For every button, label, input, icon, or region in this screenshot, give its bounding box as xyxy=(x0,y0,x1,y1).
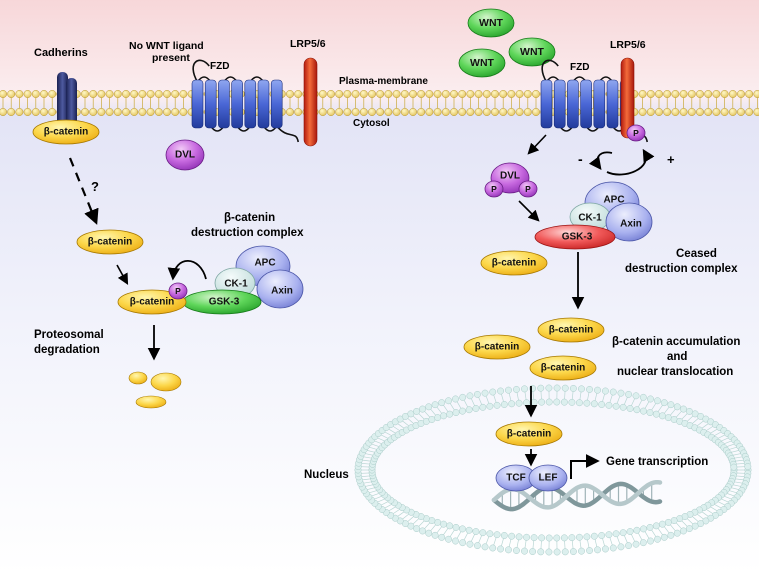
lrp-receptor-right-icon: P xyxy=(620,57,646,142)
svg-text:WNT: WNT xyxy=(520,46,544,58)
svg-text:P: P xyxy=(633,128,639,138)
svg-text:β-catenin: β-catenin xyxy=(88,237,132,248)
svg-text:P: P xyxy=(491,184,497,194)
fzd-right-label: FZD xyxy=(570,62,589,73)
fzd-receptor-left-icon xyxy=(191,59,299,143)
svg-text:GSK-3: GSK-3 xyxy=(209,297,240,308)
arrow-dvl-to-complex xyxy=(518,200,540,222)
feedback-arrow-minus xyxy=(588,151,613,171)
svg-text:GSK-3: GSK-3 xyxy=(562,232,593,243)
svg-text:β-catenin: β-catenin xyxy=(507,429,551,440)
svg-text:DVL: DVL xyxy=(175,150,195,161)
beta-catenin-accumulated-3: β-catenin xyxy=(529,355,597,381)
degraded-fragments xyxy=(128,371,182,409)
svg-text:β-catenin: β-catenin xyxy=(541,363,585,374)
dvl-left: DVL xyxy=(165,139,205,171)
svg-text:LEF: LEF xyxy=(539,473,558,484)
lrp-receptor-left-icon xyxy=(303,57,318,147)
phosphorylation-arrow xyxy=(167,260,207,281)
dna-helix-icon xyxy=(491,479,663,512)
question-mark: ? xyxy=(91,179,99,194)
svg-text:Axin: Axin xyxy=(620,219,642,230)
wnt-ligand-1: WNT xyxy=(467,8,515,38)
svg-text:DVL: DVL xyxy=(500,171,520,182)
no-wnt-label-line2: present xyxy=(152,52,190,64)
svg-text:Axin: Axin xyxy=(271,286,293,297)
svg-text:P: P xyxy=(175,286,181,296)
nuclear-membrane xyxy=(354,384,752,556)
arrow-to-complex xyxy=(116,264,129,285)
svg-text:APC: APC xyxy=(603,195,624,206)
cadherins-label: Cadherins xyxy=(34,47,88,59)
accumulation-label-line1: β-catenin accumulation xyxy=(612,336,740,348)
lrp-left-label: LRP5/6 xyxy=(290,38,326,50)
svg-text:WNT: WNT xyxy=(470,57,494,69)
tcf-lef-complex: TCF LEF xyxy=(495,464,568,492)
svg-text:WNT: WNT xyxy=(479,17,503,29)
dvl-right-phosphorylated: DVL P P xyxy=(484,162,538,198)
arrow-fzd-to-dvl xyxy=(527,134,547,155)
svg-text:CK-1: CK-1 xyxy=(578,213,602,224)
svg-text:APC: APC xyxy=(254,258,275,269)
cytosol-label: Cytosol xyxy=(353,118,390,129)
beta-catenin-membrane: β-catenin xyxy=(32,119,100,145)
proteosomal-label-line1: Proteosomal xyxy=(34,329,104,341)
svg-text:β-catenin: β-catenin xyxy=(492,258,536,269)
destruction-complex-label-line2: destruction complex xyxy=(191,227,304,239)
accumulation-label-line3: nuclear translocation xyxy=(617,366,733,378)
svg-text:P: P xyxy=(525,184,531,194)
beta-catenin-accumulated-2: β-catenin xyxy=(463,334,531,360)
wnt-ligand-2: WNT xyxy=(458,48,506,78)
dashed-release-arrow xyxy=(68,157,99,225)
accumulation-label-line2: and xyxy=(667,351,687,363)
ceased-label-line1: Ceased xyxy=(676,248,717,260)
svg-text:CK-1: CK-1 xyxy=(224,279,248,290)
beta-catenin-free-right: β-catenin xyxy=(480,250,548,276)
minus-sign: - xyxy=(578,151,583,167)
destruction-complex-label-line1: β-catenin xyxy=(224,212,275,224)
beta-catenin-accumulated-1: β-catenin xyxy=(537,317,605,343)
transcription-arrow xyxy=(570,454,600,479)
plasma-membrane-label: Plasma-membrane xyxy=(339,76,428,87)
fzd-left-label: FZD xyxy=(210,61,229,72)
gene-transcription-label: Gene transcription xyxy=(606,456,708,468)
plus-sign: + xyxy=(667,152,675,167)
svg-text:β-catenin: β-catenin xyxy=(44,127,88,138)
destruction-complex-left: APC CK-1 Axin GSK-3 β-catenin P xyxy=(117,245,304,315)
proteosomal-label-line2: degradation xyxy=(34,344,100,356)
svg-text:TCF: TCF xyxy=(506,473,525,484)
svg-text:β-catenin: β-catenin xyxy=(130,297,174,308)
ceased-destruction-complex: APC CK-1 Axin GSK-3 xyxy=(534,181,653,250)
svg-text:β-catenin: β-catenin xyxy=(549,325,593,336)
beta-catenin-nuclear: β-catenin xyxy=(495,421,563,447)
ceased-label-line2: destruction complex xyxy=(625,263,738,275)
wnt-ligand-3: WNT xyxy=(508,37,556,67)
nucleus-label: Nucleus xyxy=(304,469,349,481)
beta-catenin-cytosol-left: β-catenin xyxy=(76,229,144,255)
no-wnt-label-line1: No WNT ligand xyxy=(129,40,204,52)
svg-text:β-catenin: β-catenin xyxy=(475,342,519,353)
feedback-arrow-plus xyxy=(606,148,655,176)
lrp-right-label: LRP5/6 xyxy=(610,39,646,51)
